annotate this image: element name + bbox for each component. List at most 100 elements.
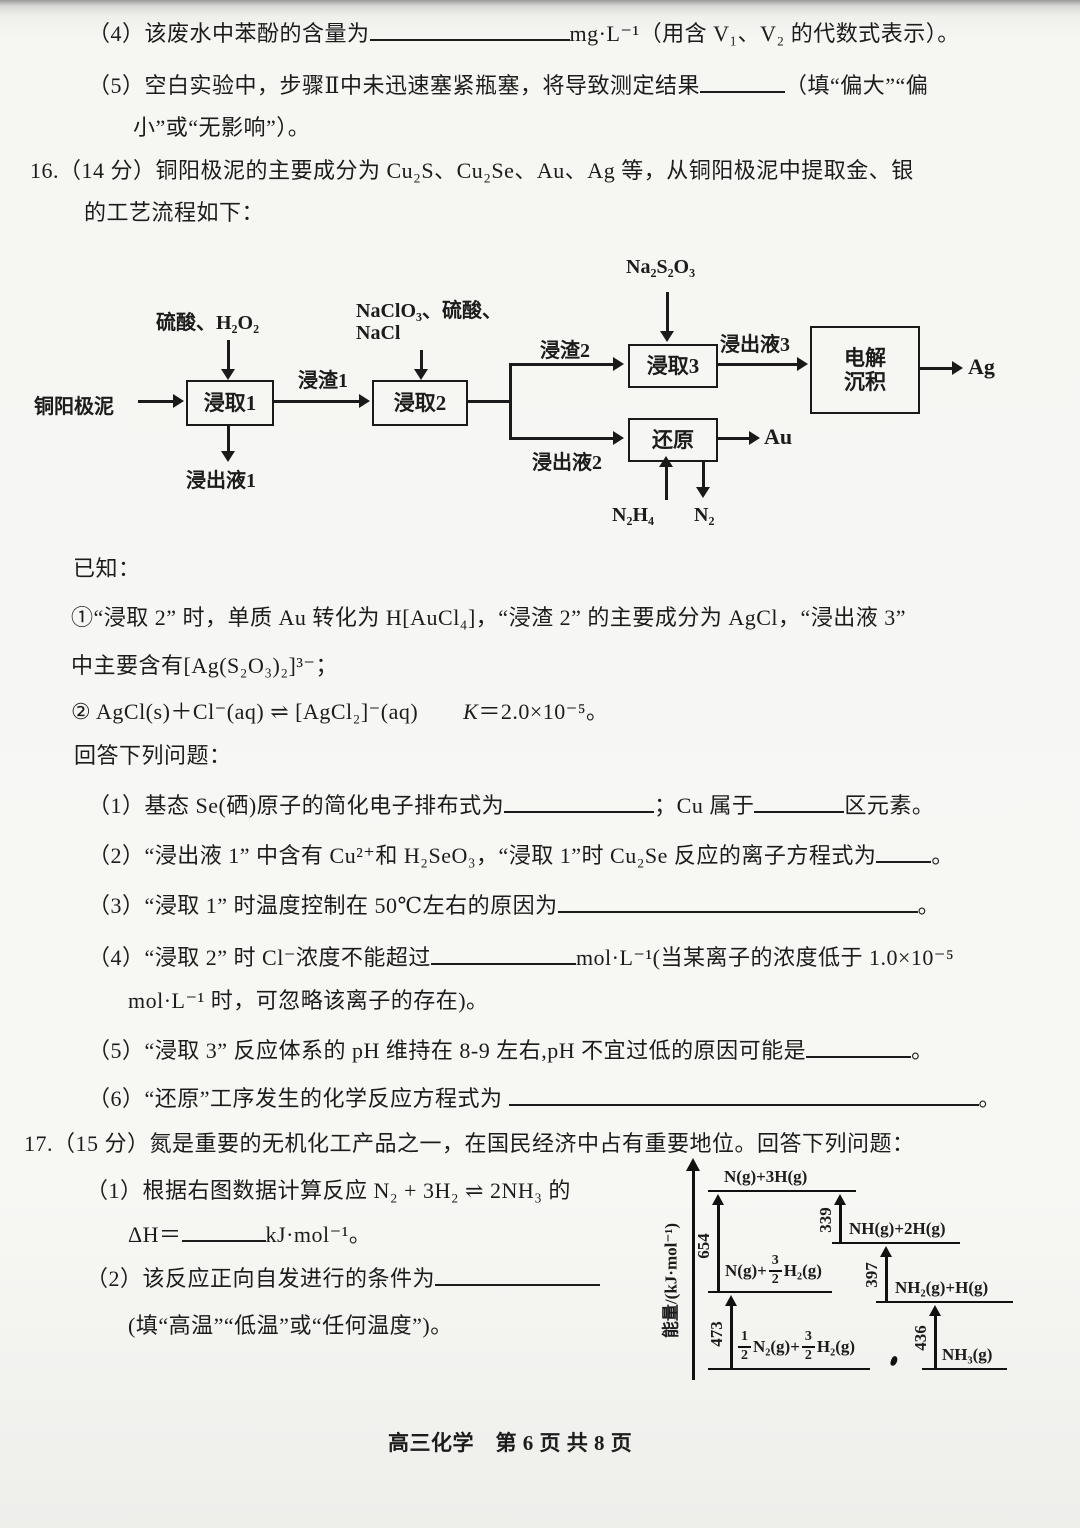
q16-known1-text1: ①“浸取 2” 时，单质 Au 转化为 H[AuCl₄]，“浸渣 2” 的主要成… [71,605,907,630]
q17-sub1-c: kJ·mol⁻¹。 [265,1222,372,1247]
flow-box-leach-3-label: 浸取3 [646,353,700,378]
q16-sub5-b: 。 [911,1038,934,1063]
q16-sub1-a: （1）基态 Se(硒)原子的简化电子排布式为 [88,793,505,818]
arrow-n2h4-up [660,456,672,500]
flow-box-electrodeposition: 电解沉积 [810,326,920,414]
q16-prompt: 回答下列问题： [74,743,232,768]
q16-stem-line1: 16.（14 分）铜阳极泥的主要成分为 Cu₂S、Cu₂Se、Au、Ag 等，从… [30,156,914,186]
answer-blank [754,807,845,813]
q16-prompt-line: 回答下列问题： [74,741,232,771]
energy-y-axis-label: 能量/(kJ·mol⁻¹) [661,1222,681,1339]
flow-box-leach-2-label: 浸取2 [393,390,447,415]
label-seg: N₂(g)+ [753,1336,800,1356]
q17-sub1-a: （1）根据右图数据计算反应 N₂ + 3H₂ ⇌ 2NH₃ 的 [86,1178,571,1203]
q17-sub1-b: ΔH＝ [128,1222,182,1247]
q16-known2-line: ② AgCl(s)＋Cl⁻(aq) ⇌ [AgCl₂]⁻(aq) K＝2.0×1… [71,697,609,727]
q16-sub2-a: （2）“浸出液 1” 中含有 Cu²⁺和 H₂SeO₃，“浸取 1”时 Cu₂S… [88,843,877,868]
fraction-denominator: 2 [804,1347,812,1363]
q16-stem-line2: 的工艺流程如下： [84,198,264,228]
q16-sub6-b: 。 [978,1086,1002,1111]
energy-arrow-473 [725,1295,736,1368]
flow-box-leach-1-label: 浸取1 [203,390,257,415]
process-flow-diagram: 铜阳极泥 硫酸、H₂O₂ 浸取1 浸出液1 浸渣1 NaClO₃、硫酸、 NaC… [30,250,1050,542]
flow-reagent1-label: 硫酸、H₂O₂ [156,312,260,334]
level-line-nh3 [922,1368,1007,1370]
answer-blank [435,1280,601,1286]
answer-blank [430,959,576,965]
ink-mark [889,1355,899,1367]
q16-known2-value: ＝2.0×10⁻⁵。 [478,699,609,724]
q15-item5-cont-line: 小”或“无影响”）。 [133,113,310,143]
q16-sub4-cont: mol·L⁻¹ 时，可忽略该离子的存在)。 [128,988,489,1013]
flow-box-leach-2: 浸取2 [372,380,468,426]
energy-value-339: 339 [816,1207,835,1233]
q17-stem-line: 17.（15 分）氮是重要的无机化工产品之一，在国民经济中占有重要地位。回答下列… [24,1129,915,1159]
q15-item5-hint: （填“偏大”“偏 [784,73,929,98]
energy-arrow-397 [880,1246,891,1301]
q16-sub6-line: （6）“还原”工序发生的化学反应方程式为 。 [88,1084,1001,1114]
energy-arrow-654 [712,1194,723,1291]
level-line-n-32h2 [708,1291,832,1293]
fraction-numerator: 3 [801,1329,815,1348]
q16-sub1-c: 区元素。 [844,793,935,818]
answer-blank [806,1052,912,1058]
q16-sub3-b: 。 [917,893,941,918]
arrow-n2-down [697,460,709,498]
q15-item4-unit: mg·L⁻¹（用含 V₁、V₂ 的代数式表示）。 [569,21,960,46]
level-line-half-n2 [708,1368,870,1370]
fraction-denominator: 2 [741,1347,748,1363]
arrow-input [138,395,184,407]
flow-out1-label: 浸出液1 [186,470,256,492]
q16-sub2-line: （2）“浸出液 1” 中含有 Cu²⁺和 H₂SeO₃，“浸取 1”时 Cu₂S… [88,841,954,871]
energy-value-654: 654 [694,1233,713,1259]
label-seg: H₂(g) [816,1336,856,1356]
q16-sub3-line: （3）“浸取 1” 时温度控制在 50℃左右的原因为。 [88,891,940,921]
fraction-numerator: 3 [768,1253,782,1272]
answer-blank [508,1100,979,1106]
q17-sub1-line2: ΔH＝ kJ·mol⁻¹。 [128,1220,371,1250]
energy-value-473: 473 [707,1321,726,1347]
q16-sub4-cont-line: mol·L⁻¹ 时，可忽略该离子的存在)。 [128,986,489,1016]
level-line-nh-2h [832,1242,960,1244]
arrow-out2 [509,432,624,444]
q16-sub5-line: （5）“浸取 3” 反应体系的 pH 维持在 8-9 左右,pH 不宜过低的原因… [88,1036,934,1066]
level-label-nh3: NH₃(g) [942,1345,993,1364]
flow-reagent4-label: N₂H₄ [612,504,654,526]
flow-box-electrodeposition-line2: 沉积 [844,370,886,394]
page-footer: 高三化学 第 6 页 共 8 页 [388,1428,632,1458]
flow-box-leach-3: 浸取3 [628,344,718,388]
label-seg: H₂(g) [783,1260,822,1280]
q16-stem-text2: 的工艺流程如下： [84,200,265,225]
flow-reagent2-label-line2: NaCl [356,322,401,344]
level-label-nh-2h: NH(g)+2H(g) [849,1219,946,1238]
level-label-nh2-h: NH₂(g)+H(g) [895,1278,989,1297]
flow-out2-label: 浸出液2 [532,452,602,474]
answer-blank [699,87,785,93]
answer-blank [181,1236,266,1242]
arrow-out3 [718,358,808,370]
answer-blank [557,907,918,913]
arrow-out1-down [222,426,234,462]
flow-box-reduction: 还原 [628,418,718,462]
flow-product-ag-label: Ag [968,354,995,379]
connector-vertical [509,363,512,440]
q16-sub6-a: （6）“还原”工序发生的化学反应方程式为 [88,1086,509,1111]
q16-sub4-a: （4）“浸取 2” 时 Cl⁻浓度不能超过 [88,945,431,970]
q16-sub4-b: mol·L⁻¹(当某离子的浓度低于 1.0×10⁻⁵ [575,945,955,970]
q16-sub1-b: ；Cu 属于 [654,793,755,818]
q16-stem-text1: 16.（14 分）铜阳极泥的主要成分为 Cu₂S、Cu₂Se、Au、Ag 等，从… [30,158,914,183]
q16-known1-line2: 中主要含有[Ag(S₂O₃)₂]³⁻； [71,651,338,681]
energy-value-397: 397 [862,1262,881,1288]
flow-byproduct-label: N₂ [694,504,715,526]
q17-sub2-b: (填“高温”“低温”或“任何温度”)。 [128,1313,453,1338]
arrow-reagent1-down [222,340,234,380]
q17-stem-text: 17.（15 分）氮是重要的无机化工产品之一，在国民经济中占有重要地位。回答下列… [24,1131,915,1156]
flow-slag1-label: 浸渣1 [298,370,348,392]
arrow-reagent2-down [415,350,427,380]
